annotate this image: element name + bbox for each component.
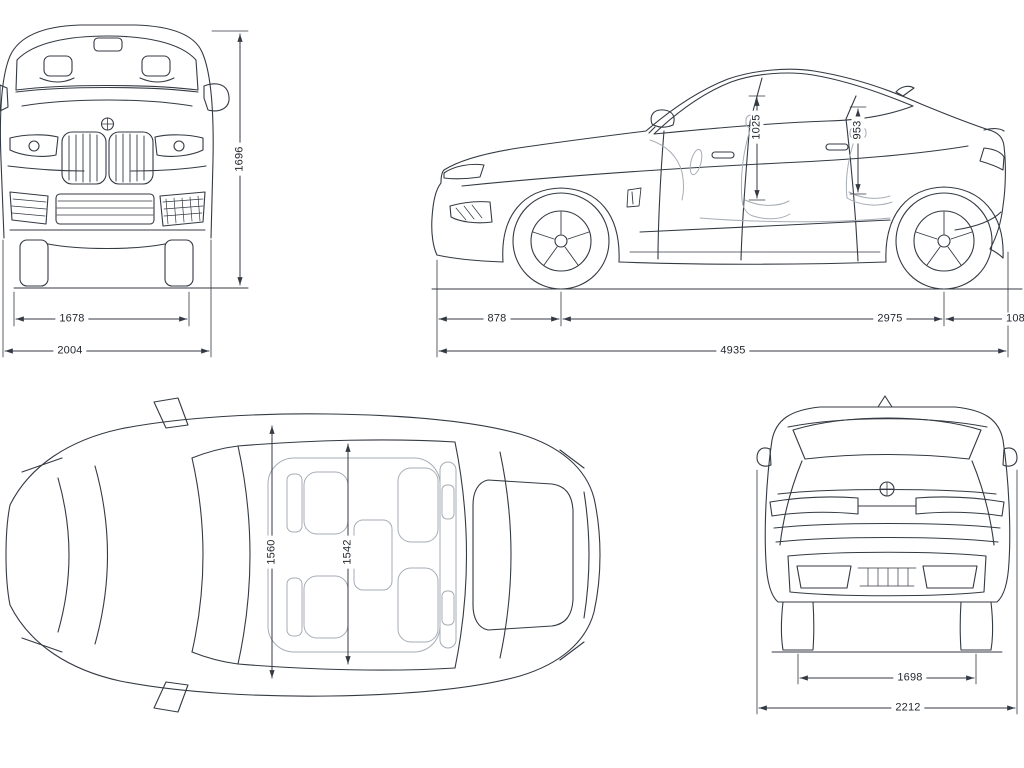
- dim-label-wheelbase: 2975: [873, 312, 907, 326]
- front-center-grille: [55, 193, 155, 225]
- dim-label-rear-track: 1698: [893, 671, 927, 685]
- dimension-lines: [2, 30, 1024, 715]
- rear-window-rear: [499, 451, 512, 659]
- front-right-tire: [164, 239, 194, 287]
- taillight-right: [915, 496, 1005, 517]
- front-left-mirror: [0, 84, 9, 112]
- headrest-right: [141, 55, 171, 77]
- dim-rear-track-line: [797, 653, 977, 685]
- front-right-mirror: [203, 83, 230, 112]
- rear-mirror-right: [1002, 447, 1018, 467]
- top-body-outline: [5, 413, 601, 697]
- front-door-handle: [711, 151, 735, 159]
- dim-label-overall-width: 2004: [53, 344, 87, 358]
- side-body-outline: [431, 68, 1006, 256]
- fender-vent: [626, 187, 642, 208]
- side-front-wheel: [512, 192, 610, 290]
- rear-door-handle: [825, 143, 849, 151]
- front-intake-right: [159, 191, 206, 227]
- front-left-tire: [19, 239, 49, 287]
- top-mirror-right: [153, 681, 189, 713]
- dim-side-bottom-lines: [436, 251, 1024, 358]
- side-rear-wheel: [895, 192, 993, 290]
- antenna-fin-side: [895, 85, 915, 97]
- side-front-intake: [449, 201, 493, 224]
- headlight-left: [9, 134, 59, 157]
- windshield-base: [191, 457, 204, 653]
- rear-wheel-right: [959, 601, 994, 651]
- side-headlight: [443, 163, 485, 180]
- exhaust-tips: [796, 565, 978, 589]
- front-intake-left: [9, 191, 49, 225]
- kidney-grille: [61, 131, 154, 185]
- dim-label-rear-shoulder-width: 1542: [341, 535, 355, 569]
- rearview-mirror: [93, 37, 123, 52]
- dim-overall-width-front-line: [2, 239, 212, 358]
- front-view-drawing: [0, 24, 249, 289]
- side-view-drawing: [431, 68, 1023, 290]
- windshield-top: [237, 445, 251, 665]
- taillight-left: [769, 496, 859, 517]
- dim-front-track-line: [13, 291, 190, 327]
- front-wheel-arch: [502, 187, 620, 263]
- rear-mirror-left: [756, 447, 772, 467]
- top-mirror-left: [153, 397, 189, 429]
- rear-body-outline: [764, 406, 1011, 603]
- dim-label-front-overhang: 878: [483, 312, 511, 326]
- dim-label-front-track: 1678: [55, 312, 89, 326]
- side-taillight: [979, 147, 1005, 171]
- dim-label-overall-height: 1696: [233, 142, 247, 176]
- rear-wheel-arch: [885, 186, 1004, 263]
- side-interior-sketch: [649, 114, 893, 223]
- headlight-right: [154, 134, 204, 157]
- rear-bumper: [787, 551, 987, 597]
- tailgate-panel: [472, 479, 574, 631]
- dim-label-rear-overhang: 1082: [1002, 312, 1024, 326]
- side-mirror: [648, 109, 675, 134]
- headrest-left: [43, 55, 73, 77]
- top-view-drawing: [5, 397, 601, 713]
- bmw-roundel-icon: [100, 117, 115, 131]
- dim-label-front-shoulder-width: 1560: [265, 535, 279, 569]
- rear-window-front: [454, 441, 468, 669]
- dim-label-front-interior-height: 1025: [750, 110, 764, 144]
- dim-width-incl-mirrors-line: [756, 469, 1018, 715]
- dim-label-rear-interior-height: 953: [851, 116, 865, 144]
- dim-label-overall-length: 4935: [716, 344, 750, 358]
- dim-label-width-incl-mirrors: 2212: [891, 701, 925, 715]
- rear-window: [792, 417, 982, 460]
- rear-view-drawing: [756, 395, 1018, 653]
- side-glasshouse: [653, 72, 914, 135]
- rear-wheel-left: [780, 601, 815, 651]
- top-interior-sketch: [267, 457, 457, 653]
- antenna-fin-rear: [877, 395, 893, 408]
